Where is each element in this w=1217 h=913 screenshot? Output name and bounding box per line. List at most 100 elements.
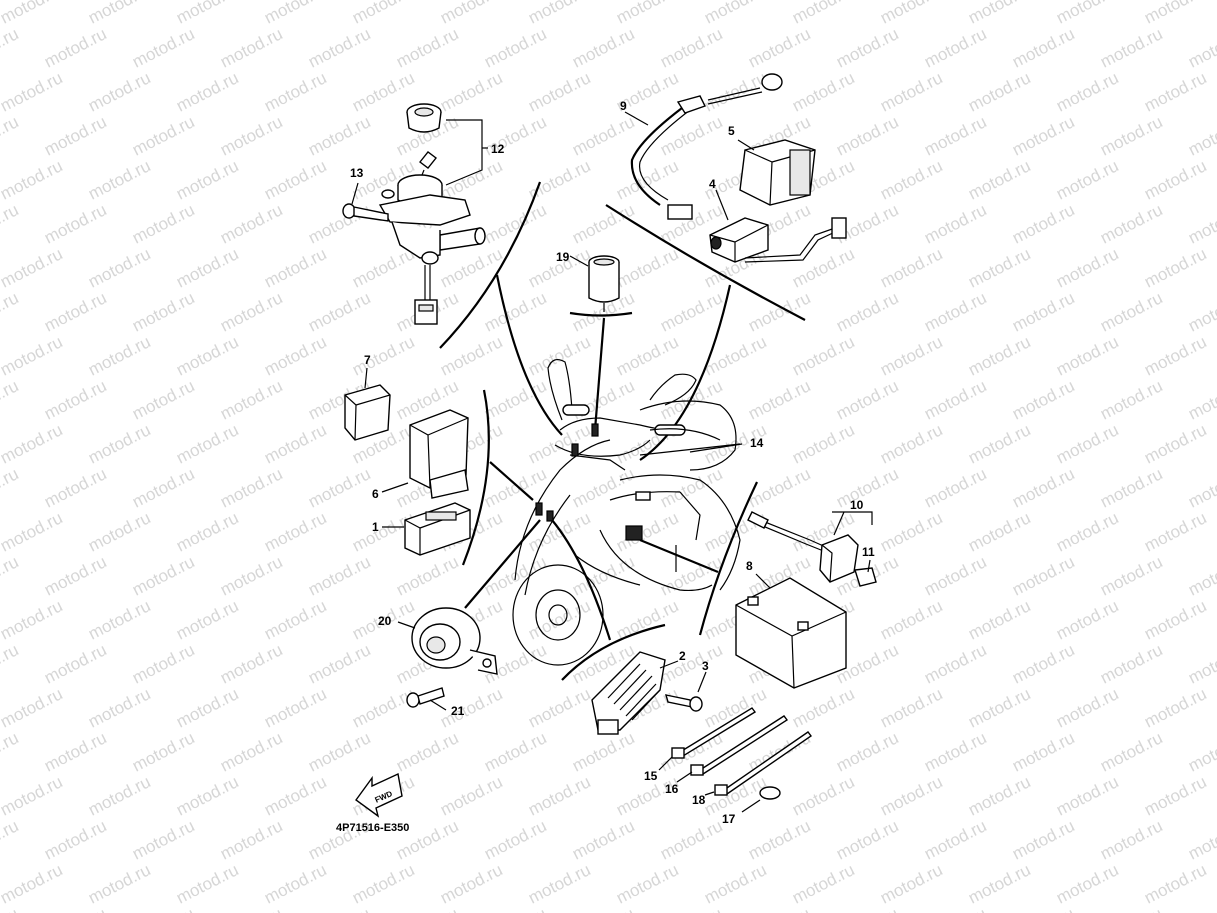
watermark-text: motod.ru <box>613 860 681 907</box>
watermark-text: motod.ru <box>1097 24 1165 71</box>
watermark-text: motod.ru <box>1097 112 1165 159</box>
divider-top-right <box>605 204 806 321</box>
callout-19: 19 <box>556 250 570 264</box>
watermark-text: motod.ru <box>569 552 637 599</box>
watermark-text: motod.ru <box>217 728 285 775</box>
watermark-text: motod.ru <box>569 112 637 159</box>
starter-relay-10 <box>747 511 877 587</box>
watermark-text: motod.ru <box>921 552 989 599</box>
watermark-text: motod.ru <box>1097 728 1165 775</box>
watermark-text: motod.ru <box>745 24 813 71</box>
watermark-text: motod.ru <box>261 684 329 731</box>
watermark-text: motod.ru <box>173 684 241 731</box>
wire-harness-14 <box>639 443 743 456</box>
watermark-text: motod.ru <box>393 24 461 71</box>
watermark-text: motod.ru <box>1141 596 1209 643</box>
leader-12 <box>495 274 563 436</box>
watermark-text: motod.ru <box>261 420 329 467</box>
watermark-text: motod.ru <box>173 596 241 643</box>
watermark-text: motod.ru <box>437 244 505 291</box>
scooter-outline <box>512 358 741 666</box>
watermark-text: motod.ru <box>41 24 109 71</box>
watermark-text: motod.ru <box>701 332 769 379</box>
watermark-text: motod.ru <box>657 552 725 599</box>
watermark-text: motod.ru <box>1097 288 1165 335</box>
watermark-text: motod.ru <box>1009 112 1077 159</box>
watermark-text: motod.ru <box>1053 508 1121 555</box>
watermark-text: motod.ru <box>437 860 505 907</box>
callout-3: 3 <box>702 659 709 673</box>
watermark-text: motod.ru <box>833 288 901 335</box>
watermark-text: motod.ru <box>1185 904 1217 913</box>
watermark-text: motod.ru <box>481 288 549 335</box>
watermark-text: motod.ru <box>1009 464 1077 511</box>
watermark-text: motod.ru <box>0 596 66 643</box>
watermark-text: motod.ru <box>0 684 66 731</box>
watermark-text: motod.ru <box>305 112 373 159</box>
watermark-text: motod.ru <box>1009 728 1077 775</box>
watermark-text: motod.ru <box>173 772 241 819</box>
watermark-text: motod.ru <box>173 420 241 467</box>
watermark-text: motod.ru <box>965 508 1033 555</box>
watermark-text: motod.ru <box>701 772 769 819</box>
watermark-text: motod.ru <box>217 904 285 913</box>
watermark-text: motod.ru <box>0 420 66 467</box>
watermark-text: motod.ru <box>833 24 901 71</box>
clip-17 <box>741 786 781 813</box>
watermark-text: motod.ru <box>789 860 857 907</box>
watermark-text: motod.ru <box>877 156 945 203</box>
cdi-unit-5 <box>737 139 816 206</box>
leader-8 <box>639 538 719 574</box>
watermark-text: motod.ru <box>1009 200 1077 247</box>
watermark-text: motod.ru <box>217 464 285 511</box>
watermark-text: motod.ru <box>1053 772 1121 819</box>
watermark-text: motod.ru <box>613 596 681 643</box>
callout-6: 6 <box>372 487 379 501</box>
watermark-text: motod.ru <box>217 112 285 159</box>
callout-15: 15 <box>644 769 658 783</box>
watermark-text: motod.ru <box>217 376 285 423</box>
watermark-text: motod.ru <box>1097 640 1165 687</box>
watermark-text: motod.ru <box>1053 0 1121 28</box>
bolt-21 <box>406 687 447 711</box>
watermark-text: motod.ru <box>85 596 153 643</box>
watermark-text: motod.ru <box>525 420 593 467</box>
callout-8: 8 <box>746 559 753 573</box>
watermark-text: motod.ru <box>1097 376 1165 423</box>
divider-bottom <box>561 623 666 681</box>
callout-12: 12 <box>491 142 505 156</box>
watermark-text: motod.ru <box>0 640 22 687</box>
watermark-text: motod.ru <box>0 376 22 423</box>
watermark-text: motod.ru <box>1141 332 1209 379</box>
watermark-text: motod.ru <box>217 552 285 599</box>
watermark-text: motod.ru <box>0 904 22 913</box>
watermark-text: motod.ru <box>261 596 329 643</box>
watermark-text: motod.ru <box>1185 200 1217 247</box>
callout-21: 21 <box>451 704 465 718</box>
watermark-text: motod.ru <box>437 684 505 731</box>
watermark-text: motod.ru <box>1053 68 1121 115</box>
watermark-text: motod.ru <box>173 508 241 555</box>
main-switch-assembly <box>378 103 488 325</box>
watermark-text: motod.ru <box>85 420 153 467</box>
watermark-text: motod.ru <box>41 200 109 247</box>
watermark-text: motod.ru <box>1185 376 1217 423</box>
watermark-text: motod.ru <box>217 640 285 687</box>
watermark-text: motod.ru <box>789 0 857 28</box>
watermark-text: motod.ru <box>0 156 66 203</box>
callout-9: 9 <box>620 99 627 113</box>
watermark-text: motod.ru <box>129 728 197 775</box>
watermark-text: motod.ru <box>349 68 417 115</box>
watermark-text: motod.ru <box>877 420 945 467</box>
watermark-text: motod.ru <box>921 112 989 159</box>
watermark-text: motod.ru <box>261 860 329 907</box>
divider-left <box>461 389 490 566</box>
watermark-text: motod.ru <box>789 332 857 379</box>
watermark-text: motod.ru <box>1141 244 1209 291</box>
flasher-relay-6 <box>381 409 469 499</box>
horn-20 <box>397 607 498 675</box>
ignition-coil-4 <box>709 189 847 263</box>
watermark-text: motod.ru <box>1009 552 1077 599</box>
watermark-text: motod.ru <box>877 596 945 643</box>
watermark-text: motod.ru <box>349 332 417 379</box>
